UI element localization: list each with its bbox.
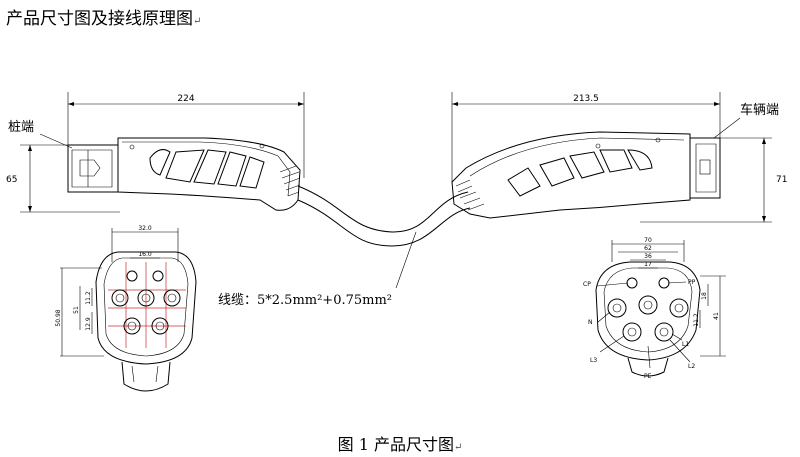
dim-face-51: 51 [73,306,80,314]
cable [297,185,471,247]
vehicle-end-label: 车辆端 [740,102,779,118]
dim-face-11-2: 11.2 [85,291,92,305]
dim-socket-36: 36 [644,253,652,260]
heading-text: 产品尺寸图及接线原理图 [6,9,193,29]
dim-plug-height: 65 [6,175,17,185]
plug-face-front-view: 32.0 16.0 50.98 51 11.2 12.9 [55,225,197,392]
dim-connector-length: 213.5 [573,94,599,104]
pile-end-label: 桩端 [8,120,34,135]
pin-label-l3: L3 [590,357,597,364]
dim-socket-18: 18 [701,292,708,300]
dimension-plug-length: 224 [67,92,305,178]
dim-face-12-9: 12.9 [85,317,92,331]
socket-face-front-view: 70 62 36 17 41 18 11.2 CP PP N [583,237,726,380]
dim-socket-62: 62 [644,245,652,252]
pin-label-l1: L1 [682,341,689,348]
cable-spec-label: 线缆：5*2.5mm²+0.75mm² [218,292,392,308]
diagram-heading: 产品尺寸图及接线原理图↵ [6,4,201,29]
figure-caption: 图 1 产品尺寸图↵ [0,431,800,455]
dim-socket-17: 17 [644,261,652,268]
right-connector-side-view [451,131,721,219]
left-plug-side-view [67,137,301,211]
heading-paragraph-mark: ↵ [193,16,202,27]
pin-label-l2: L2 [688,363,695,370]
dim-socket-11-2: 11.2 [693,313,700,327]
caption-paragraph-mark: ↵ [453,442,463,453]
dimension-plug-height: 65 [6,144,120,213]
dim-face-width: 32.0 [138,225,152,232]
pin-label-cp: CP [583,281,591,288]
dim-socket-41: 41 [713,312,720,320]
dim-face-pitch: 16.0 [138,251,152,258]
pin-label-pp: PP [688,279,696,286]
pin-label-n: N [588,319,593,326]
caption-text: 图 1 产品尺寸图 [337,435,454,454]
dim-face-height: 50.98 [55,309,62,326]
dim-plug-length: 224 [177,94,194,104]
pin-label-pe: PE [644,373,652,380]
dimension-connector-height: 71 [640,137,787,223]
dim-connector-height: 71 [776,175,787,185]
dimension-connector-length: 213.5 [451,92,721,182]
dim-socket-70: 70 [644,237,652,244]
